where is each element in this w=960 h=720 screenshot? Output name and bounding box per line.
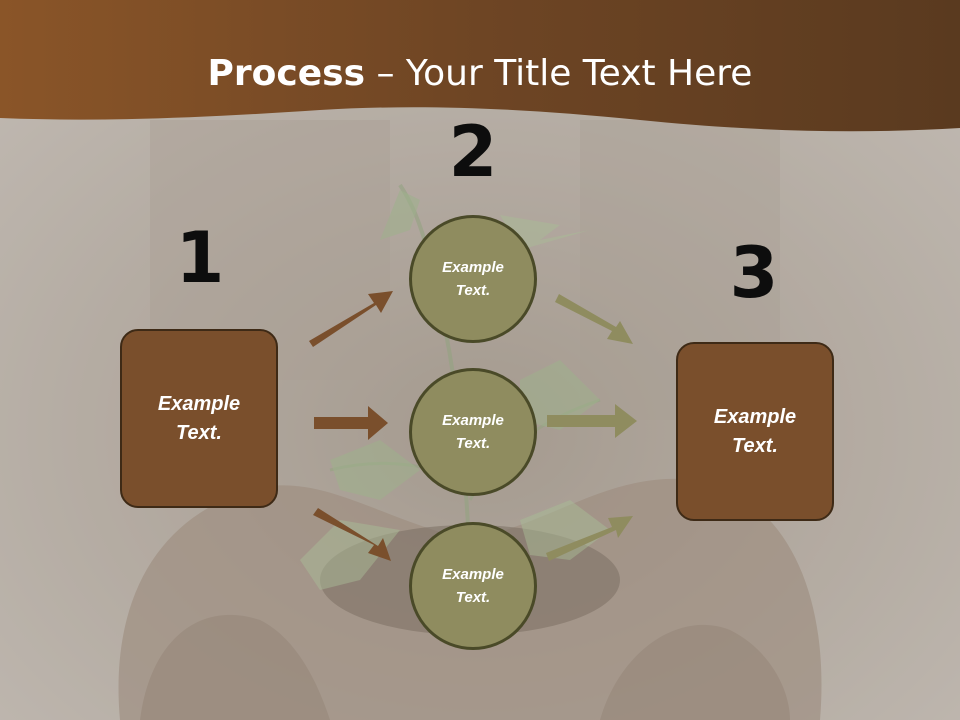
step-box-3-text: Example Text. <box>713 405 797 457</box>
title-rest: – Your Title Text Here <box>365 53 753 94</box>
step-box-1[interactable]: Example Text. <box>120 329 278 508</box>
slide-title: Process – Your Title Text Here <box>0 52 960 96</box>
step-number-1: 1 <box>175 217 225 299</box>
circle-middle-text: Example Text. <box>442 412 504 452</box>
step-box-1-text: Example Text. <box>157 392 241 444</box>
circle-middle[interactable]: Example Text. <box>409 368 537 496</box>
title-bold: Process <box>207 53 366 94</box>
step-number-3: 3 <box>729 232 779 314</box>
circle-top[interactable]: Example Text. <box>409 215 537 343</box>
step-box-3[interactable]: Example Text. <box>676 342 834 521</box>
circle-top-text: Example Text. <box>442 259 504 299</box>
step-number-2: 2 <box>448 111 498 193</box>
circle-bottom-text: Example Text. <box>442 566 504 606</box>
circle-bottom[interactable]: Example Text. <box>409 522 537 650</box>
